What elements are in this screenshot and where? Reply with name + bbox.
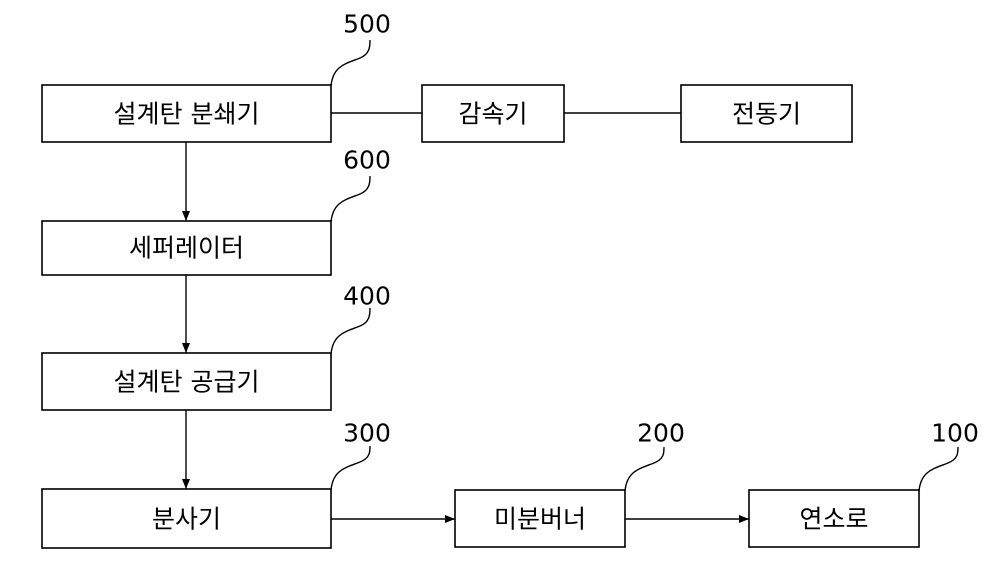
separator-block: 세퍼레이터 xyxy=(42,221,331,275)
pulverized-burner-block: 미분버너 xyxy=(455,490,625,547)
coal-feeder-block: 설계탄 공급기 xyxy=(42,353,331,410)
reducer-label: 감속기 xyxy=(458,100,527,129)
injector-block: 분사기 xyxy=(42,489,331,548)
injector-label: 분사기 xyxy=(152,505,221,534)
pulverized-burner-ref: 200 xyxy=(637,419,685,448)
furnace-ref: 100 xyxy=(931,419,979,448)
separator-leader xyxy=(331,176,370,222)
pulverized-burner-leader xyxy=(625,447,664,491)
furnace-leader xyxy=(919,447,958,491)
pulverizer-leader xyxy=(331,40,370,86)
reducer-block: 감속기 xyxy=(422,85,564,142)
motor-block: 전동기 xyxy=(681,85,852,142)
motor-label: 전동기 xyxy=(732,100,801,129)
furnace-block: 연소로 xyxy=(749,490,919,547)
pulverizer-label: 설계탄 분쇄기 xyxy=(114,100,260,129)
separator-ref: 600 xyxy=(343,146,391,175)
pulverizer-ref: 500 xyxy=(343,10,391,39)
furnace-label: 연소로 xyxy=(799,505,868,534)
injector-ref: 300 xyxy=(343,419,391,448)
pulverized-burner-label: 미분버너 xyxy=(494,505,586,534)
injector-leader xyxy=(331,446,370,490)
coal-feeder-leader xyxy=(331,308,370,354)
coal-feeder-ref: 400 xyxy=(343,282,391,311)
coal-feeder-label: 설계탄 공급기 xyxy=(114,368,260,397)
separator-label: 세퍼레이터 xyxy=(129,234,244,263)
pulverizer-block: 설계탄 분쇄기 xyxy=(42,85,331,142)
